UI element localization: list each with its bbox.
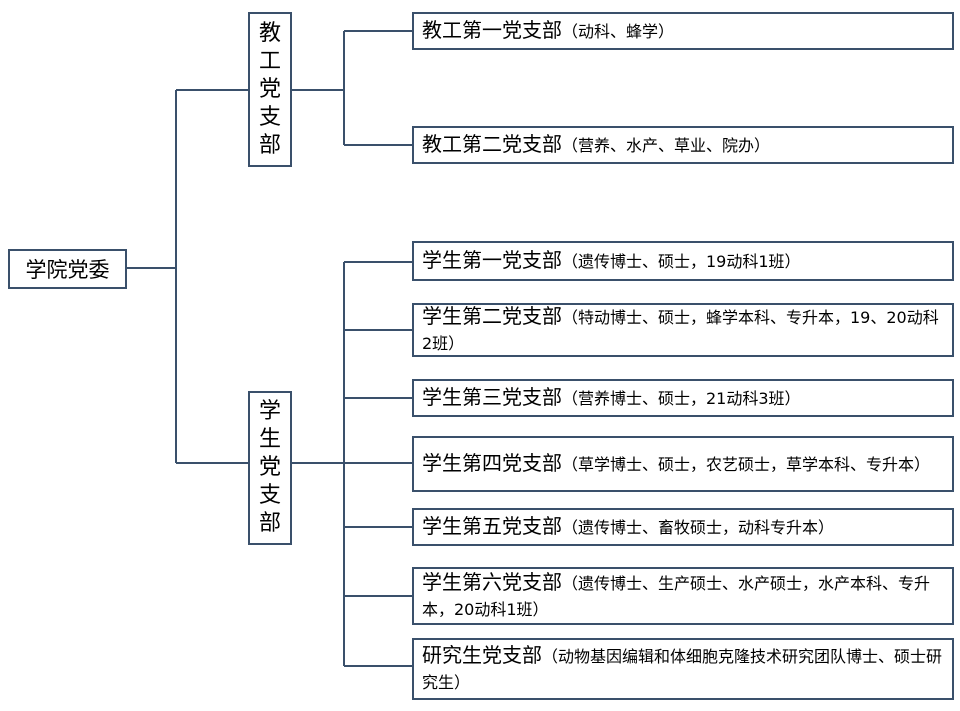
branch-detail: （动物基因编辑和体细胞克隆技术研究团队博士、硕士研究生） [422,647,943,692]
branch-detail: （草学博士、硕士，农艺硕士，草学本科、专升本） [562,455,931,474]
root-node: 学院党委 [8,249,127,289]
branch-title: 教工第一党支部 [422,18,562,42]
branch-title: 学生第三党支部 [422,385,562,409]
branch-title: 学生第六党支部 [422,570,562,594]
branch-node: 学生第六党支部（遗传博士、生产硕士、水产硕士，水产本科、专升本，20动科1班） [412,567,954,625]
group-label-char: 支 [258,104,281,130]
branch-detail: （营养博士、硕士，21动科3班） [562,389,801,408]
branch-detail: （动科、蜂学） [562,22,675,41]
branch-node: 学生第二党支部（特动博士、硕士，蜂学本科、专升本，19、20动科2班） [412,303,954,357]
group-node-faculty: 教 工 党 支 部 [248,12,292,167]
group-label-char: 党 [258,455,281,480]
root-label: 学院党委 [25,258,110,282]
branch-title: 研究生党支部 [422,643,542,667]
group-label-char: 学 [258,399,281,424]
branch-detail: （营养、水产、草业、院办） [562,136,771,155]
branch-node: 研究生党支部（动物基因编辑和体细胞克隆技术研究团队博士、硕士研究生） [412,638,954,700]
branch-node: 学生第一党支部（遗传博士、硕士，19动科1班） [412,241,954,281]
group-label-char: 部 [258,132,281,158]
group-label-char: 支 [258,483,281,508]
branch-node: 教工第二党支部（营养、水产、草业、院办） [412,126,954,164]
group-label-char: 教 [258,20,281,46]
group-label-char: 党 [258,76,281,102]
branch-detail: （特动博士、硕士，蜂学本科、专升本，19、20动科2班） [422,308,939,353]
group-label-char: 工 [258,48,281,74]
group-node-student: 学 生 党 支 部 [248,391,292,545]
branch-title: 学生第二党支部 [422,304,562,328]
branch-detail: （遗传博士、硕士，19动科1班） [562,252,801,271]
branch-title: 教工第二党支部 [422,132,562,156]
group-label-char: 生 [258,427,281,452]
branch-title: 学生第四党支部 [422,451,562,475]
branch-title: 学生第五党支部 [422,514,562,538]
branch-detail: （遗传博士、畜牧硕士，动科专升本） [562,518,835,537]
group-label-char: 部 [258,511,281,536]
branch-node: 学生第四党支部（草学博士、硕士，农艺硕士，草学本科、专升本） [412,436,954,492]
branch-node: 教工第一党支部（动科、蜂学） [412,12,954,50]
branch-detail: （遗传博士、生产硕士、水产硕士，水产本科、专升本，20动科1班） [422,574,931,619]
branch-title: 学生第一党支部 [422,248,562,272]
branch-node: 学生第三党支部（营养博士、硕士，21动科3班） [412,379,954,417]
branch-node: 学生第五党支部（遗传博士、畜牧硕士，动科专升本） [412,508,954,546]
